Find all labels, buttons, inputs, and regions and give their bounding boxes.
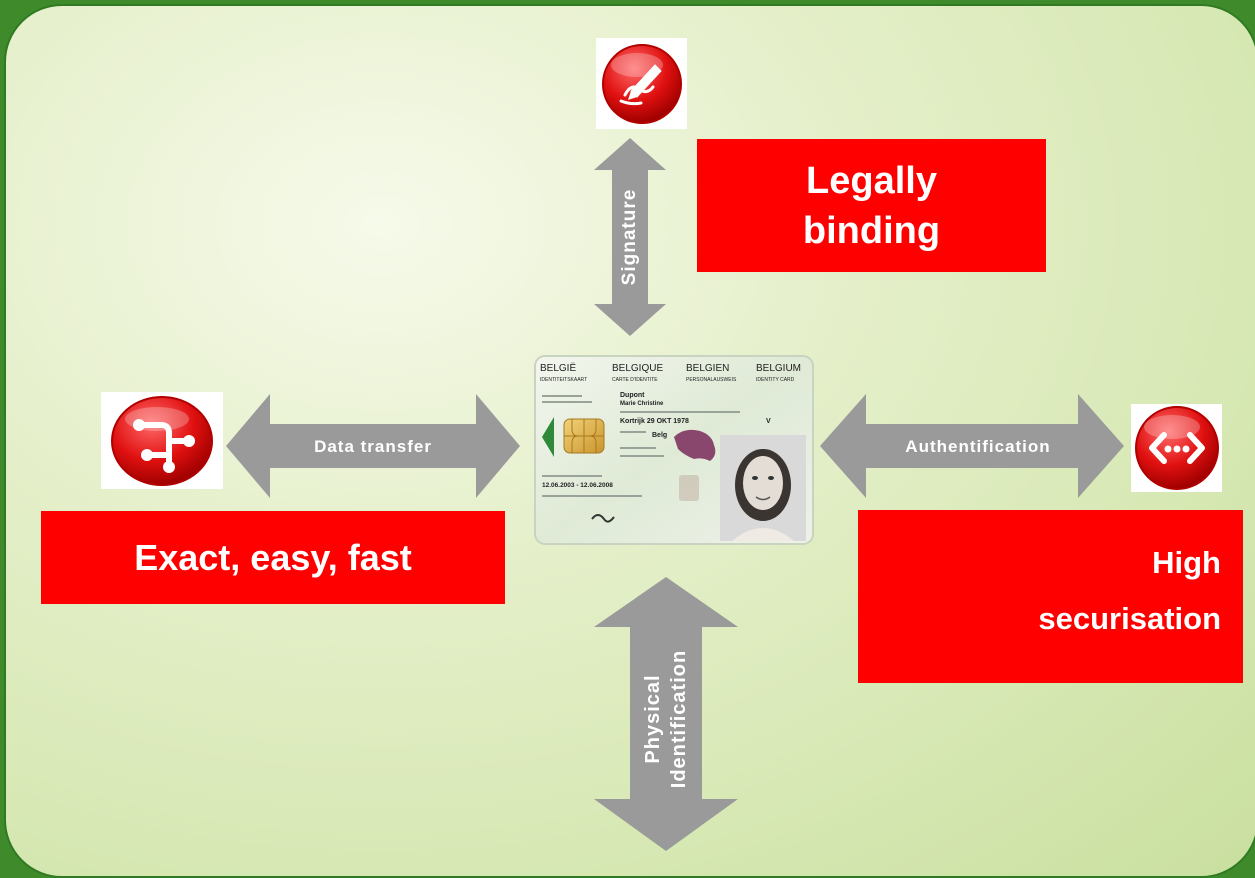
exact-easy-fast-box: Exact, easy, fast [41, 511, 505, 604]
card-birth: Kortrijk 29 OKT 1978 [620, 418, 689, 425]
legally-binding-line2: binding [802, 209, 941, 252]
card-country-1: BELGIË [540, 362, 576, 374]
card-surname: Dupont [620, 392, 645, 399]
physical-identification-arrow-label: Physical Identification [635, 639, 697, 799]
card-doctype-4: IDENTITY CARD [756, 377, 795, 383]
signature-arrow [594, 138, 666, 336]
card-country-3: BELGIEN [686, 363, 729, 374]
signature-pen-icon [601, 43, 682, 124]
data-transfer-arrow-label: Data transfer [314, 437, 432, 456]
authentication-icon [1134, 406, 1219, 490]
slide: Signature Data transfer Authentification… [4, 4, 1255, 878]
legally-binding-line1: Legally [806, 159, 937, 202]
signature-arrow-label: Signature [619, 188, 640, 286]
authentification-arrow-label: Authentification [905, 437, 1051, 456]
data-transfer-arrow [226, 394, 520, 498]
card-doctype-2: CARTE D'IDENTITE [612, 377, 658, 383]
exact-easy-fast-text: Exact, easy, fast [134, 536, 412, 578]
physical-label-line1: Physical [642, 674, 664, 764]
card-given-names: Marie Christine [620, 401, 664, 407]
high-securisation-line1: High [1152, 545, 1221, 580]
card-country-2: BELGIQUE [612, 363, 663, 374]
belgian-id-card: BELGIË BELGIQUE BELGIEN BELGIUM IDENTITE… [534, 355, 814, 545]
card-doctype-1: IDENTITEITSKAART [540, 377, 587, 383]
card-nationality: Belg [652, 432, 667, 439]
card-country-4: BELGIUM [756, 363, 801, 374]
signature-icon-tile [596, 38, 687, 129]
card-doctype-3: PERSONALAUSWEIS [686, 377, 737, 383]
legally-binding-box: Legally binding [697, 139, 1046, 272]
card-validity: 12.06.2003 - 12.06.2008 [542, 482, 613, 489]
authentification-arrow [820, 394, 1124, 498]
high-securisation-line2: securisation [1038, 601, 1221, 636]
authentication-icon-tile [1131, 404, 1222, 492]
physical-label-line2: Identification [668, 649, 690, 789]
data-transfer-icon [111, 395, 213, 486]
card-sex: V [766, 418, 771, 425]
high-securisation-box: High securisation [858, 510, 1243, 683]
physical-identification-arrow [594, 577, 738, 851]
data-transfer-icon-tile [101, 392, 223, 489]
